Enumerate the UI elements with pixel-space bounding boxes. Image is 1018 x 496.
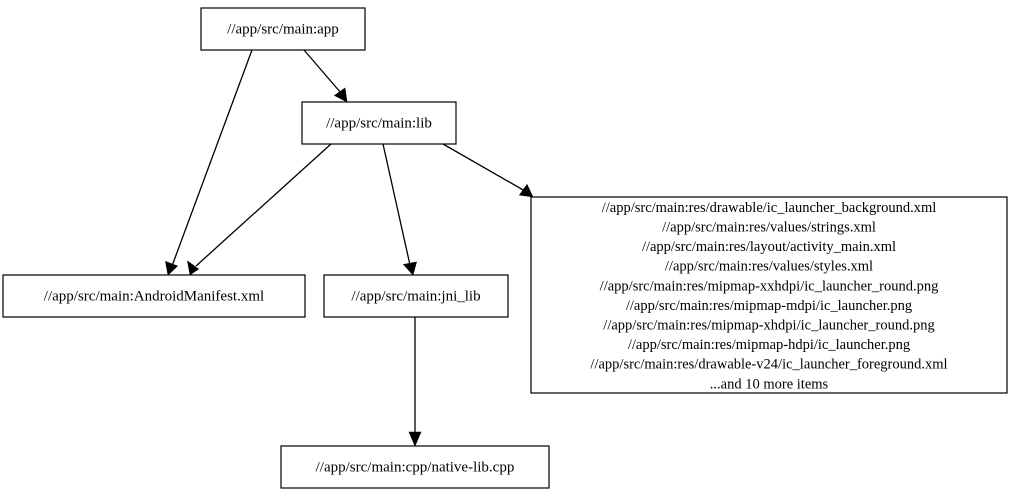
node-android-manifest-label: //app/src/main:AndroidManifest.xml: [44, 288, 264, 304]
edge-lib-to-resources-line: [442, 143, 526, 192]
edge-app-to-lib-arrowhead: [333, 87, 348, 103]
node-android-manifest[interactable]: //app/src/main:AndroidManifest.xml: [2, 274, 306, 318]
edge-jni-lib-to-native-lib-arrowhead: [408, 431, 422, 447]
edge-app-to-manifest: [165, 49, 253, 276]
edge-lib-to-manifest-line: [195, 143, 332, 267]
node-jni-lib[interactable]: //app/src/main:jni_lib: [323, 274, 509, 318]
node-resources-line-1: //app/src/main:res/drawable/ic_launcher_…: [602, 200, 937, 216]
edge-lib-to-resources: [442, 143, 534, 198]
node-jni-lib-box[interactable]: [323, 274, 509, 318]
node-native-lib-label: //app/src/main:cpp/native-lib.cpp: [316, 459, 515, 475]
node-app-box[interactable]: [200, 7, 366, 51]
node-jni-lib-label: //app/src/main:jni_lib: [351, 288, 480, 304]
node-resources-more-items-label: ...and 10 more items: [710, 376, 829, 392]
node-app[interactable]: //app/src/main:app: [200, 7, 366, 51]
node-native-lib-box[interactable]: [280, 445, 550, 489]
node-lib[interactable]: //app/src/main:lib: [301, 101, 457, 145]
edge-lib-to-manifest: [187, 143, 332, 276]
edge-app-to-manifest-arrowhead: [165, 261, 179, 276]
edge-app-to-manifest-line: [171, 49, 253, 267]
node-android-manifest-box[interactable]: [2, 274, 306, 318]
edge-lib-to-resources-arrowhead: [518, 183, 534, 198]
node-resources-line-9: //app/src/main:res/drawable-v24/ic_launc…: [590, 357, 947, 373]
node-lib-label: //app/src/main:lib: [326, 115, 432, 131]
node-resources-line-2: //app/src/main:res/values/strings.xml: [662, 220, 876, 236]
edge-jni-lib-to-native-lib: [408, 317, 422, 447]
node-resources-line-8: //app/src/main:res/mipmap-hdpi/ic_launch…: [628, 337, 910, 353]
edge-app-to-lib: [303, 49, 348, 103]
edge-app-to-lib-line: [303, 49, 342, 94]
edge-lib-to-jni-lib: [382, 143, 417, 276]
node-resources-line-4: //app/src/main:res/values/styles.xml: [665, 259, 873, 275]
edge-lib-to-jni-lib-arrowhead: [402, 261, 417, 276]
edge-lib-to-manifest-arrowhead: [187, 260, 200, 276]
node-lib-box[interactable]: [301, 101, 457, 145]
node-resources-box[interactable]: [530, 196, 1008, 394]
edge-lib-to-jni-lib-line: [382, 143, 411, 266]
node-resources-line-5: //app/src/main:res/mipmap-xxhdpi/ic_laun…: [600, 278, 939, 294]
node-resources-line-3: //app/src/main:res/layout/activity_main.…: [642, 239, 896, 255]
node-resources-line-6: //app/src/main:res/mipmap-mdpi/ic_launch…: [626, 298, 912, 314]
node-resources-line-7: //app/src/main:res/mipmap-xhdpi/ic_launc…: [603, 318, 934, 334]
node-native-lib[interactable]: //app/src/main:cpp/native-lib.cpp: [280, 445, 550, 489]
node-app-label: //app/src/main:app: [227, 21, 339, 37]
node-resources[interactable]: //app/src/main:res/drawable/ic_launcher_…: [530, 196, 1008, 394]
